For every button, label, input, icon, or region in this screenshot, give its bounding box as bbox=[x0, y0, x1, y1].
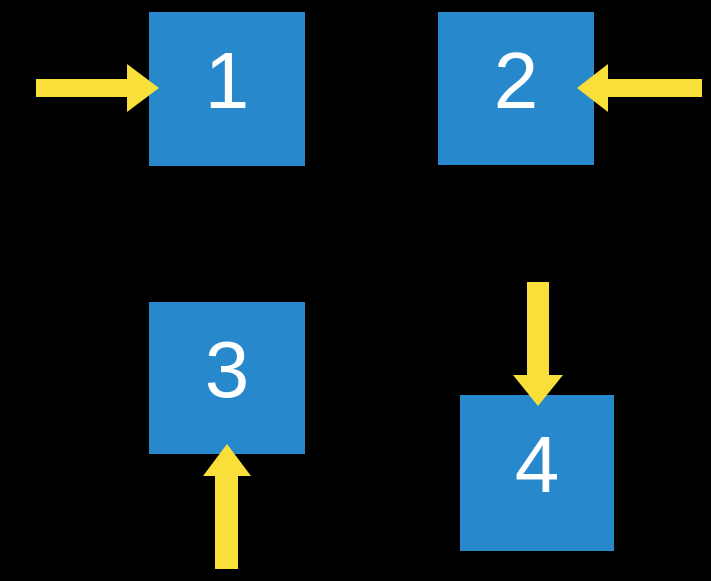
box-4-label: 4 bbox=[514, 420, 560, 509]
box-1: 1 bbox=[149, 12, 305, 166]
box-2-label: 2 bbox=[493, 35, 539, 125]
box-2: 2 bbox=[438, 12, 594, 165]
arrow-left-icon bbox=[577, 64, 702, 112]
arrow-down-icon bbox=[513, 282, 563, 406]
arrow-up-icon bbox=[203, 444, 251, 569]
box-4: 4 bbox=[460, 395, 614, 551]
box-3-label: 3 bbox=[204, 325, 250, 414]
box-3: 3 bbox=[149, 302, 305, 454]
arrow-right-icon bbox=[36, 64, 159, 112]
box-1-label: 1 bbox=[204, 36, 250, 125]
